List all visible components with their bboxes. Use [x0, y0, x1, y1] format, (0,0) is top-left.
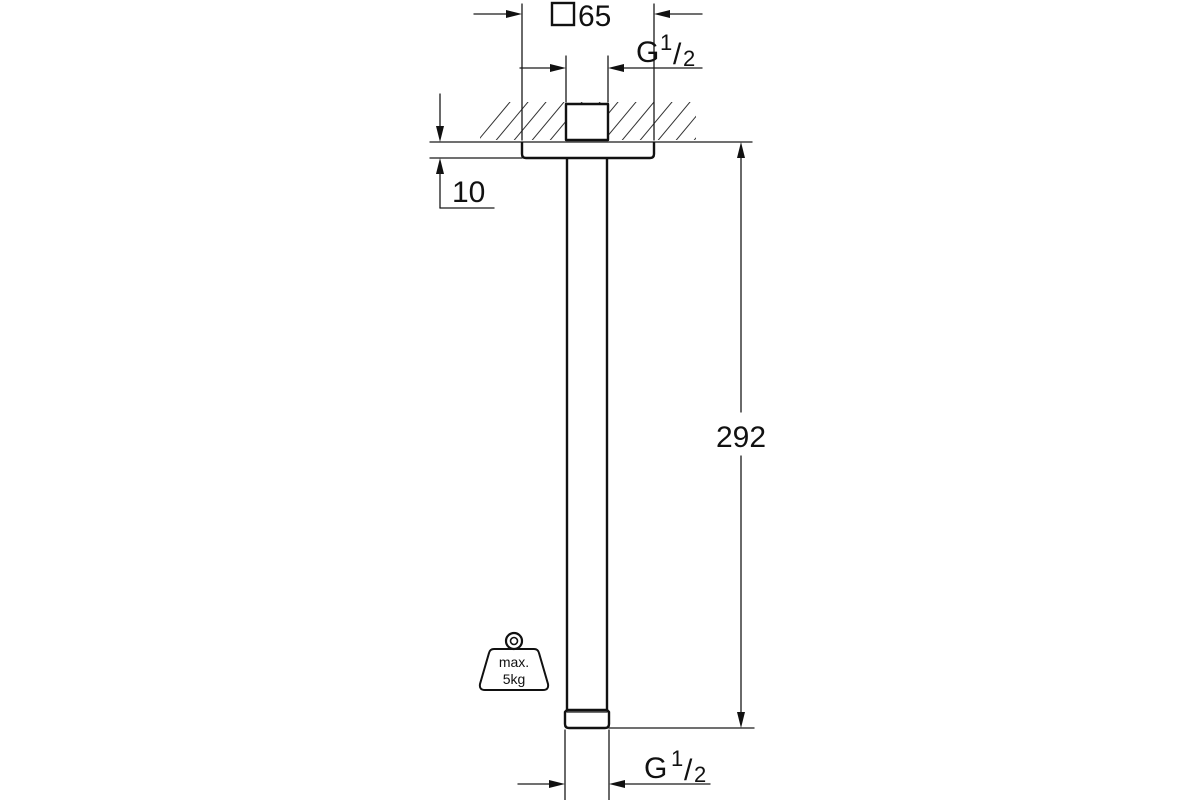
bottom-thread-denominator: 2 — [694, 762, 706, 787]
top-width-label: 65 — [578, 0, 611, 33]
weight-icon: max. 5kg — [478, 631, 550, 691]
square-symbol-icon — [550, 1, 576, 27]
weight-label-line1: max. — [499, 654, 529, 670]
top-thread-numerator: 1 — [660, 30, 672, 55]
bottom-thread-slash: / — [684, 754, 693, 787]
flange-height-label: 10 — [452, 176, 485, 209]
arrow-flange-up — [436, 158, 444, 174]
arrow-thread-right — [608, 64, 624, 72]
top-thread-main: G — [636, 36, 659, 69]
bottom-nut — [563, 708, 611, 730]
arrow-length-bottom — [737, 712, 745, 728]
arrow-width-left — [506, 10, 522, 18]
arrow-thread-left — [550, 64, 566, 72]
bottom-thread-numerator: 1 — [671, 746, 683, 771]
flange — [520, 142, 656, 160]
arrow-flange-down — [436, 126, 444, 142]
arm-length-label: 292 — [716, 421, 766, 454]
bottom-thread-main: G — [644, 752, 667, 785]
arrow-width-right — [654, 10, 670, 18]
ceiling-connector-mask — [566, 104, 608, 140]
top-thread-slash: / — [673, 38, 682, 71]
ceiling-connector — [564, 102, 610, 142]
arrow-bottom-thread-right — [609, 780, 625, 788]
arrow-bottom-thread-left — [549, 780, 565, 788]
arrow-length-top — [737, 142, 745, 158]
top-thread-denominator: 2 — [683, 46, 695, 71]
weight-label-line2: 5kg — [503, 671, 526, 687]
